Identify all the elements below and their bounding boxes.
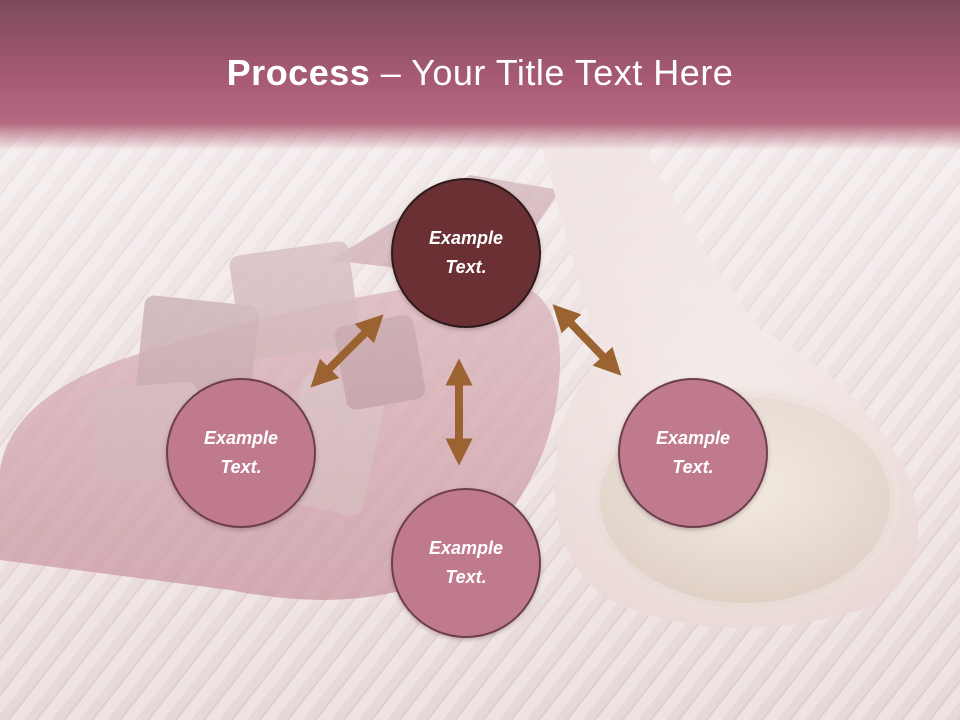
node-bottom-label: Example Text. [428,538,504,587]
node-right-label: Example Text. [655,428,731,477]
title-rest: – Your Title Text Here [370,52,734,93]
title-bar [0,0,960,150]
node-left-label: Example Text. [203,428,279,477]
node-top-label: Example Text. [428,228,504,277]
node-left: Example Text. [166,378,316,528]
title-bold: Process [226,52,371,93]
node-bottom: Example Text. [391,488,541,638]
node-right: Example Text. [618,378,768,528]
node-top: Example Text. [391,178,541,328]
page-title: Process – Your Title Text Here [0,52,960,94]
